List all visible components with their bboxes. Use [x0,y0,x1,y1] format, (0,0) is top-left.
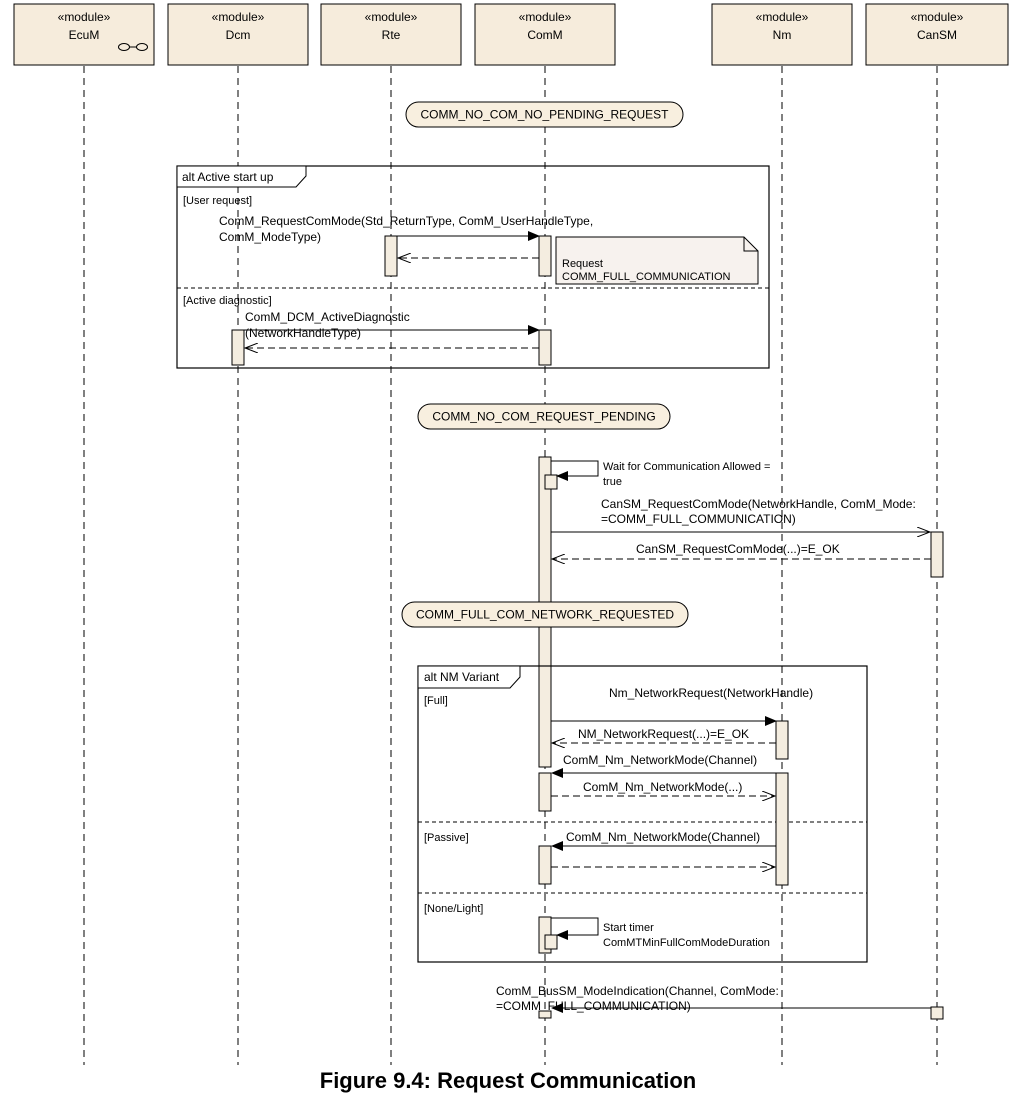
message-label: ComM_DCM_ActiveDiagnostic [245,310,410,324]
guard-active-diagnostic: [Active diagnostic] [183,295,272,307]
module-ecum: «module» EcuM [13,3,155,66]
guard-none-light: [None/Light] [424,903,483,915]
self-call-label: ComMTMinFullComModeDuration [603,937,770,949]
activation-bar-comm [538,772,552,812]
message-label: (NetworkHandleType) [245,326,361,340]
guard-full: [Full] [424,695,448,707]
module-nm: «module» Nm [711,3,853,66]
activation-bar-comm [538,329,552,366]
note-text: COMM_FULL_COMMUNICATION [562,271,731,283]
guard-passive: [Passive] [424,832,469,844]
subsystem-icon [118,43,148,51]
activation-bar-cansm [930,1006,944,1020]
module-stereotype: «module» [58,10,111,24]
activation-bar-comm-self [544,934,558,950]
self-call-wait-comm-allowed [551,460,599,481]
activation-bar-comm-self [544,474,558,490]
state-request-pending: COMM_NO_COM_REQUEST_PENDING [417,403,671,430]
module-name: EcuM [69,28,100,42]
module-stereotype: «module» [212,10,265,24]
self-call-label: Start timer [603,922,654,934]
message-label: =COMM_FULL_COMMUNICATION) [496,999,691,1013]
message-label: CanSM_RequestComMode(NetworkHandle, ComM… [601,497,916,511]
module-stereotype: «module» [365,10,418,24]
activation-bar-dcm [231,329,245,366]
self-call-start-timer [551,917,599,940]
module-rte: «module» Rte [320,3,462,66]
state-network-requested: COMM_FULL_COM_NETWORK_REQUESTED [401,601,689,628]
message-label: ComM_BusSM_ModeIndication(Channel, ComMo… [496,984,779,998]
module-name: CanSM [917,28,957,42]
self-call-label: Wait for Communication Allowed = [603,461,770,473]
module-name: ComM [527,28,562,42]
module-stereotype: «module» [519,10,572,24]
note-text: Request [562,258,603,270]
module-cansm: «module» CanSM [865,3,1009,66]
frame-title: alt Active start up [182,170,274,184]
activation-bar-nm [775,720,789,760]
message-label: ComM_Nm_NetworkMode(Channel) [566,830,760,844]
state-label: COMM_NO_COM_REQUEST_PENDING [432,410,655,424]
return-label: ComM_Nm_NetworkMode(...) [583,780,742,794]
self-call-label: true [603,476,622,488]
activation-bar-comm [538,845,552,885]
note-request-full-communication: Request COMM_FULL_COMMUNICATION [555,236,759,285]
state-no-pending-request: COMM_NO_COM_NO_PENDING_REQUEST [405,101,684,128]
message-label: ComM_Nm_NetworkMode(Channel) [563,753,757,767]
state-label: COMM_NO_COM_NO_PENDING_REQUEST [420,108,669,122]
figure-caption: Figure 9.4: Request Communication [319,1068,697,1093]
activation-bar-comm [538,1010,552,1019]
activation-bar-cansm [930,531,944,578]
module-stereotype: «module» [756,10,809,24]
message-label: =COMM_FULL_COMMUNICATION) [601,512,796,526]
module-name: Rte [382,28,401,42]
guard-user-request: [User request] [183,195,252,207]
activation-bar-comm [538,235,552,277]
activation-bar-nm [775,772,789,886]
alt-frame-active-startup: alt Active start up [User request] [Acti… [176,165,770,369]
message-label: Nm_NetworkRequest(NetworkHandle) [609,686,813,700]
activation-bar-rte [384,235,398,277]
frame-title: alt NM Variant [424,670,500,684]
module-comm: «module» ComM [474,3,616,66]
module-name: Dcm [226,28,251,42]
module-dcm: «module» Dcm [167,3,309,66]
state-label: COMM_FULL_COM_NETWORK_REQUESTED [416,608,674,622]
alt-frame-nm-variant: alt NM Variant [Full] [Passive] [None/Li… [417,665,868,963]
message-label: ComM_RequestComMode(Std_ReturnType, ComM… [219,214,593,228]
return-label: CanSM_RequestComMode(...)=E_OK [636,542,840,556]
message-label: ComM_ModeType) [219,230,321,244]
module-name: Nm [773,28,792,42]
return-label: NM_NetworkRequest(...)=E_OK [578,727,749,741]
module-stereotype: «module» [911,10,964,24]
